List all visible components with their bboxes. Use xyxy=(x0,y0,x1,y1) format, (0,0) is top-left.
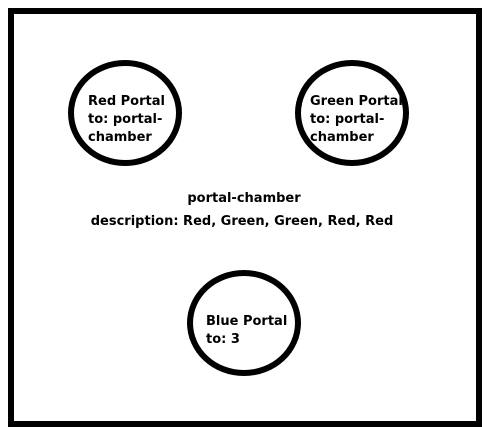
blue-portal-label: Blue Portal to: 3 xyxy=(206,313,287,349)
red-portal-label: Red Portal to: portal- chamber xyxy=(88,93,165,147)
red-portal-destination-cont: chamber xyxy=(88,130,152,145)
green-portal-destination: to: portal- xyxy=(310,112,385,127)
green-portal-title: Green Portal xyxy=(310,94,403,109)
red-portal-destination: to: portal- xyxy=(88,112,163,127)
blue-portal-title: Blue Portal xyxy=(206,314,288,329)
blue-portal[interactable]: Blue Portal to: 3 xyxy=(187,270,301,376)
blue-portal-destination: to: 3 xyxy=(206,332,240,347)
green-portal-destination-cont: chamber xyxy=(310,130,374,145)
red-portal[interactable]: Red Portal to: portal- chamber xyxy=(68,60,182,166)
room-name: portal-chamber xyxy=(187,191,301,206)
green-portal[interactable]: Green Portal to: portal- chamber xyxy=(295,60,409,166)
green-portal-label: Green Portal to: portal- chamber xyxy=(310,93,403,147)
red-portal-title: Red Portal xyxy=(88,94,165,109)
room-description: description: Red, Green, Green, Red, Red xyxy=(90,214,394,229)
